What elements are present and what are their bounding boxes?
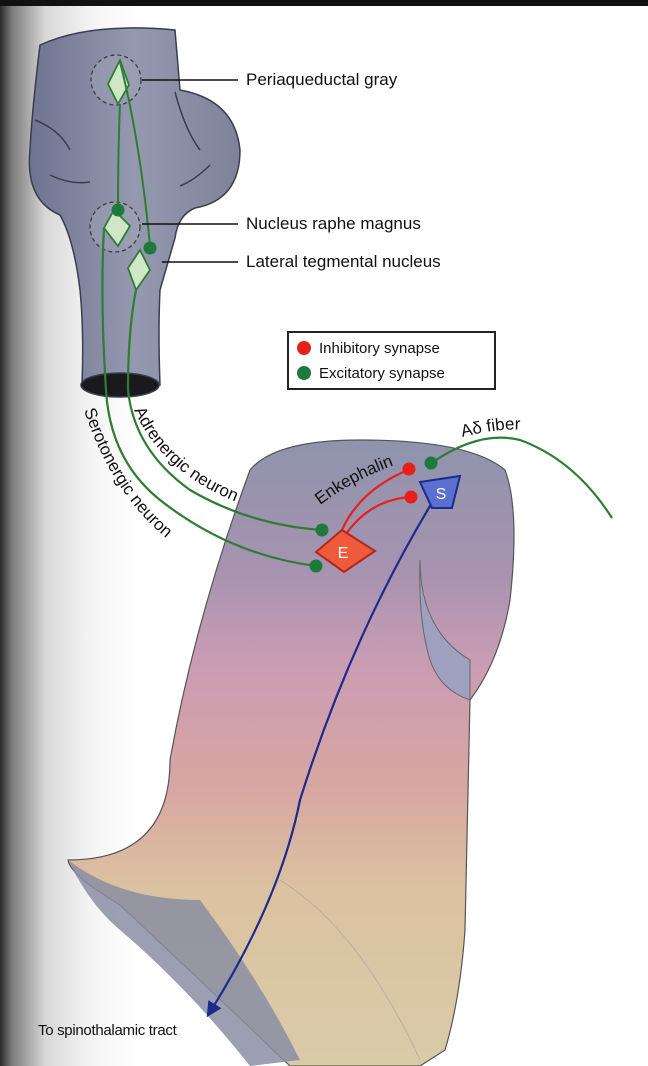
excitatory-synapse-a-delta [425,457,438,470]
excitatory-synapse-lateral-tegmental [144,242,157,255]
brainstem-cut-surface [81,373,159,397]
a-delta-fiber-label: Aδ fiber [459,414,521,440]
legend-excitatory-label: Excitatory synapse [319,365,445,382]
legend-row-excitatory: Excitatory synapse [297,362,445,384]
adrenergic-neuron-label: Adrenergic neuron [130,403,241,505]
spinothalamic-tract-label: To spinothalamic tract [38,1022,176,1039]
inhibitory-synapse-postsynaptic [405,491,418,504]
inhibitory-dot-icon [297,341,311,355]
excitatory-dot-icon [297,366,311,380]
excitatory-synapse-raphe [112,204,125,217]
serotonergic-neuron-label: Serotonergic neuron [80,405,176,541]
inhibitory-synapse-presynaptic [403,463,416,476]
nucleus-raphe-magnus-label: Nucleus raphe magnus [246,214,421,234]
spinal-cord [68,440,514,1066]
lateral-tegmental-nucleus-label: Lateral tegmental nucleus [246,252,441,272]
neuron-s-letter: S [436,486,447,503]
neuron-e-letter: E [338,545,349,562]
excitatory-synapse-adrenergic [316,524,329,537]
legend-inhibitory-label: Inhibitory synapse [319,340,440,357]
periaqueductal-gray-label: Periaqueductal gray [246,70,397,90]
excitatory-synapse-serotonergic [310,560,323,573]
legend-row-inhibitory: Inhibitory synapse [297,337,440,359]
legend: Inhibitory synapse Excitatory synapse [287,331,496,390]
